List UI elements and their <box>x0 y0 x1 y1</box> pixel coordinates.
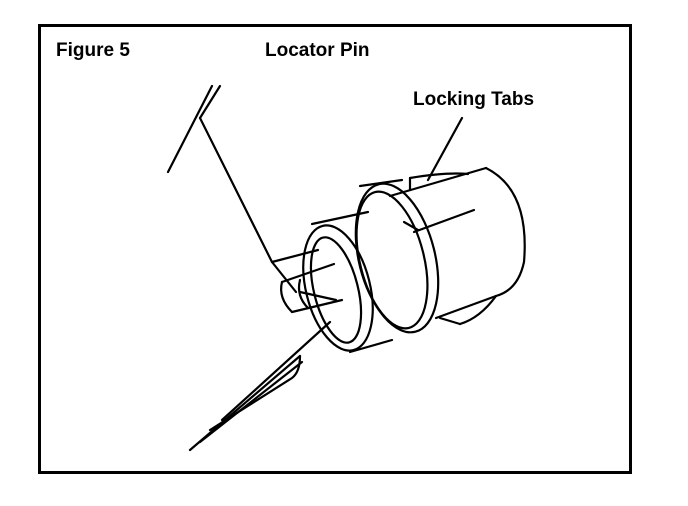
figure-number: Figure 5 <box>56 40 130 61</box>
locking-tab-upper <box>408 172 470 192</box>
connector-flange <box>354 178 440 334</box>
locking-tabs-callout: Locking Tabs <box>413 89 535 110</box>
locator-pin-callout: Locator Pin <box>265 40 370 61</box>
locking-tab-lower <box>438 294 498 326</box>
housing-lines <box>166 84 320 294</box>
connector-front-collar <box>302 210 394 354</box>
locking-tabs-leader <box>426 116 464 182</box>
figure-frame <box>38 24 632 474</box>
connector-body <box>388 166 526 320</box>
